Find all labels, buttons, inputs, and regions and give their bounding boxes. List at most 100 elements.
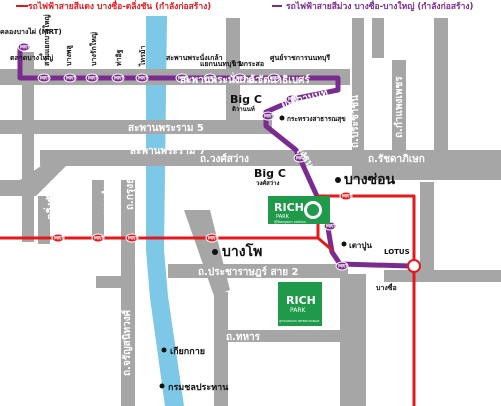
station-marker-phra-nang-klao[interactable]: MRT: [175, 73, 189, 83]
road-diagonal-left: [0, 152, 80, 196]
svg-text:MRT: MRT: [54, 236, 64, 241]
road-label-bang-bamru: บางบำหรุ: [101, 173, 113, 214]
road-label-thahan: ถ.ทหาร: [226, 332, 261, 343]
station-marker-bang-son-red[interactable]: MRT: [339, 191, 353, 201]
road-right-top: [434, 18, 448, 158]
label-yaek-nonthaburi: แยกนนทบุรี 1: [200, 60, 243, 68]
station-marker-sai-ma[interactable]: MRT: [135, 73, 149, 83]
road-wong-sawang: [40, 150, 501, 166]
red-station-markers: MRT MRT MRT MRT MRT: [51, 191, 421, 273]
label-sam-yaek-bang-yai: สามแยกบางใหญ่: [42, 15, 51, 66]
road-label-tiwanon: ถ.ติวานนท์: [280, 87, 330, 110]
rich-park-taopoon[interactable]: RICH PARK @TAOPOON INTERCHANGE: [278, 282, 322, 326]
landmark-bang-son-dot: [335, 177, 341, 183]
rich-park-1-sub: PARK: [276, 214, 290, 220]
road-pracharat-bamphen: [214, 292, 228, 406]
road-label-ratchadaphisek: ถ.รัชดาภิเษก: [368, 153, 425, 165]
station-marker-taling-chan[interactable]: MRT: [51, 233, 65, 243]
station-marker-bang-pho[interactable]: MRT: [205, 233, 219, 243]
rich-park-2-tag: @TAOPOON INTERCHANGE: [279, 319, 319, 323]
landmark-big-c-tiwanon-sub: ติวานนท์: [232, 105, 255, 113]
rich-park-1-brand: RICH: [274, 201, 304, 214]
station-marker-klong-bang-phai[interactable]: MRT: [17, 42, 31, 52]
rich-park-2-sub: PARK: [290, 307, 307, 314]
label-klong-bang-phai: คลองบางไผ่ (MRT): [0, 27, 62, 36]
station-marker-bang-bamru[interactable]: MRT: [91, 233, 105, 243]
landmark-bang-son: บางซ่อน: [344, 172, 395, 188]
svg-text:MRT: MRT: [236, 76, 246, 81]
landmark-lotus: LOTUS: [384, 248, 410, 256]
station-marker-civic-center[interactable]: MRT: [267, 73, 281, 83]
svg-text:MRT: MRT: [338, 264, 348, 269]
road-kamphaeng-phet: [392, 60, 406, 180]
road-label-wong-sawang: ถ.วงศ์สว่าง: [200, 153, 249, 165]
purple-station-markers: MRT MRT MRT MRT MRT MRT MRT MRT: [17, 42, 349, 271]
svg-text:MRT: MRT: [270, 76, 280, 81]
red-line-spur: [317, 236, 333, 252]
road-pracharat2: [168, 264, 348, 278]
station-marker-bang-sue[interactable]: [407, 259, 421, 273]
rich-park-1-tag: @Bangson station: [274, 220, 306, 224]
svg-text:MRT: MRT: [66, 76, 76, 81]
svg-text:MRT: MRT: [40, 76, 50, 81]
label-tha-it: ท่าอิฐ: [115, 49, 124, 66]
landmarks: Big C ติวานนท์ กระทรวงสาธารณสุข Big C วง…: [159, 93, 410, 393]
landmark-tao-poon: เตาปูน: [349, 241, 373, 251]
svg-text:MRT: MRT: [208, 236, 218, 241]
landmark-royal-irrigation-dot: [159, 383, 165, 389]
road-network: [0, 18, 501, 406]
station-marker-bang-phlu[interactable]: MRT: [63, 73, 77, 83]
legend: รถไฟฟ้าสายสีแดง บางซื่อ-ตลิ่งชัน (กำลังก…: [16, 0, 473, 12]
road-label-krungthon: ถ.กรุงธน: [125, 171, 136, 210]
road-label-taling-chan: ตลิ่งชัน: [43, 189, 57, 220]
legend-red-line: รถไฟฟ้าสายสีแดง บางซื่อ-ตลิ่งชัน (กำลังก…: [28, 0, 211, 12]
label-bang-phlu: บางพลู: [65, 45, 74, 66]
svg-text:MRT: MRT: [342, 194, 352, 199]
svg-text:MRT: MRT: [20, 45, 30, 50]
svg-text:MRT: MRT: [94, 236, 104, 241]
rich-park-2-brand: RICH: [286, 294, 316, 307]
svg-text:MRT: MRT: [114, 76, 124, 81]
road-label-rattanathibet: ถ.รัตนาธิเบศร์: [248, 74, 310, 86]
road-label-pracharat2: ถ.ประชาราษฎร์ สาย 2: [198, 266, 299, 278]
station-marker-ministry[interactable]: MRT: [261, 111, 275, 121]
station-marker-wong-sawang[interactable]: MRT: [293, 153, 307, 163]
road-right-vertical: [420, 182, 434, 272]
road-ratchadaphisek: [364, 166, 501, 180]
road-label-charan: ถ.จรัญสนิทวงศ์: [121, 309, 133, 376]
svg-text:MRT: MRT: [296, 156, 306, 161]
landmark-big-c-wong-sawang-sub: วงศ์สว่าง: [256, 179, 280, 187]
landmark-big-c-wong-sawang: Big C: [254, 167, 286, 180]
station-marker-tiwanon[interactable]: MRT: [285, 94, 299, 104]
landmark-ministry: กระทรวงสาธารณสุข: [287, 115, 346, 123]
road-taling-chan: [38, 196, 50, 244]
landmark-bang-pho-dot: [212, 249, 218, 255]
purple-station-labels: คลองบางไผ่ (MRT) ตลาดบางใหญ่ สามแยกบางให…: [0, 15, 330, 68]
svg-text:MRT: MRT: [88, 76, 98, 81]
road-prachachuen-vert: [352, 18, 364, 180]
chao-phraya-river: [146, 16, 184, 406]
station-marker-talad-bang-yai[interactable]: MRT: [37, 73, 51, 83]
landmark-bang-sue: บางซื่อ: [376, 282, 397, 292]
station-marker-tao-poon[interactable]: MRT: [335, 261, 349, 271]
landmark-kiakkai: เกียกกาย: [170, 346, 205, 357]
svg-text:MRT: MRT: [138, 76, 148, 81]
label-sai-ma: ไทรม้า: [138, 45, 147, 67]
station-marker-bang-krasor[interactable]: MRT: [233, 73, 247, 83]
landmark-tao-poon-dot: [341, 241, 347, 247]
road-label-rama5-bridge: สะพานพระราม 5: [128, 123, 204, 134]
station-marker-yaek-nonthaburi[interactable]: MRT: [203, 73, 217, 83]
label-talad-bang-yai: ตลาดบางใหญ่: [10, 53, 53, 62]
station-marker-bang-rak-yai[interactable]: MRT: [85, 73, 99, 83]
road-rama5-bridge: [0, 120, 272, 134]
road-label-rama7-bridge: สะพานพระราม 7: [130, 146, 206, 157]
road-left-lower: [96, 276, 124, 288]
station-marker-tha-it[interactable]: MRT: [111, 73, 125, 83]
svg-text:MRT: MRT: [178, 76, 188, 81]
station-marker-bang-phlat[interactable]: MRT: [125, 233, 139, 243]
rich-park-bangson[interactable]: RICH PARK @Bangson station: [268, 196, 330, 224]
svg-text:MRT: MRT: [264, 114, 274, 119]
road-right-lower: [384, 270, 501, 282]
